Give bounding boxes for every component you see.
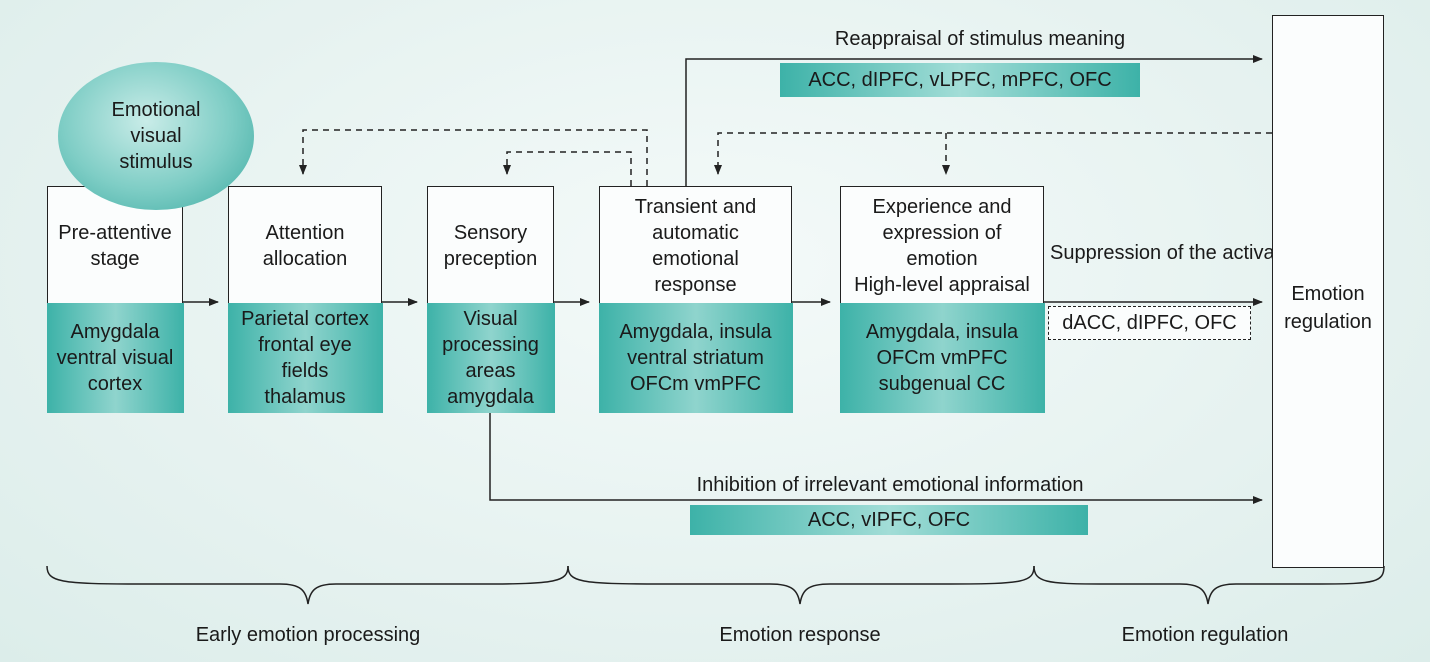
emotion-regulation-box: Emotion regulation xyxy=(1272,15,1384,568)
brace-early xyxy=(46,565,569,605)
stage-attention-allocation: Attention allocation Parietal cortex fro… xyxy=(227,186,383,413)
stage-sensory-preception: Sensory preception Visual processing are… xyxy=(426,186,555,413)
feedback-to-attention xyxy=(299,129,648,186)
brace-regulation xyxy=(1033,565,1385,605)
stage-regions: Amygdala ventral visual cortex xyxy=(46,302,184,413)
brace-response xyxy=(567,565,1035,605)
stage-title: Transient and automatic emotional respon… xyxy=(634,195,757,296)
stage-pre-attentive: Pre-attentive stage Amygdala ventral vis… xyxy=(46,186,184,413)
stage-regions: Amygdala, insula ventral striatum OFCm v… xyxy=(598,302,793,413)
stage-title: Sensory preception xyxy=(443,221,538,270)
stage-transient-response: Transient and automatic emotional respon… xyxy=(598,186,793,413)
stage-title: Experience and expression of emotion Hig… xyxy=(854,195,1030,296)
stage-regions: Visual processing areas amygdala xyxy=(426,302,555,413)
feedback-to-sensory xyxy=(503,151,632,186)
reappraisal-path xyxy=(685,55,1263,186)
inhibition-label: Inhibition of irrelevant emotional infor… xyxy=(696,474,1084,496)
regulation-label: Emotion regulation xyxy=(1284,283,1372,333)
inhibition-path xyxy=(489,412,1263,504)
phase-early-processing: Early emotion processing xyxy=(195,624,421,646)
phase-emotion-regulation: Emotion regulation xyxy=(1121,624,1289,646)
feedback-from-regulation xyxy=(714,132,1272,175)
reappraisal-regions: ACC, dIPFC, vLPFC, mPFC, OFC xyxy=(780,63,1140,97)
suppression-regions: dACC, dIPFC, OFC xyxy=(1048,306,1251,340)
stage-title: Pre-attentive stage xyxy=(58,221,172,270)
phase-emotion-response: Emotion response xyxy=(719,624,881,646)
suppression-label: Suppression of the activated emotion xyxy=(1050,242,1380,264)
stage-title: Attention allocation xyxy=(262,221,348,270)
stage-experience-expression: Experience and expression of emotion Hig… xyxy=(839,186,1045,413)
inhibition-regions: ACC, vIPFC, OFC xyxy=(690,505,1088,535)
emotional-stimulus-ellipse: Emotional visual stimulus xyxy=(58,62,254,210)
stage-regions: Parietal cortex frontal eye fields thala… xyxy=(227,302,383,413)
stage-regions: Amygdala, insula OFCm vmPFC subgenual CC xyxy=(839,302,1045,413)
reappraisal-label: Reappraisal of stimulus meaning xyxy=(834,28,1126,50)
